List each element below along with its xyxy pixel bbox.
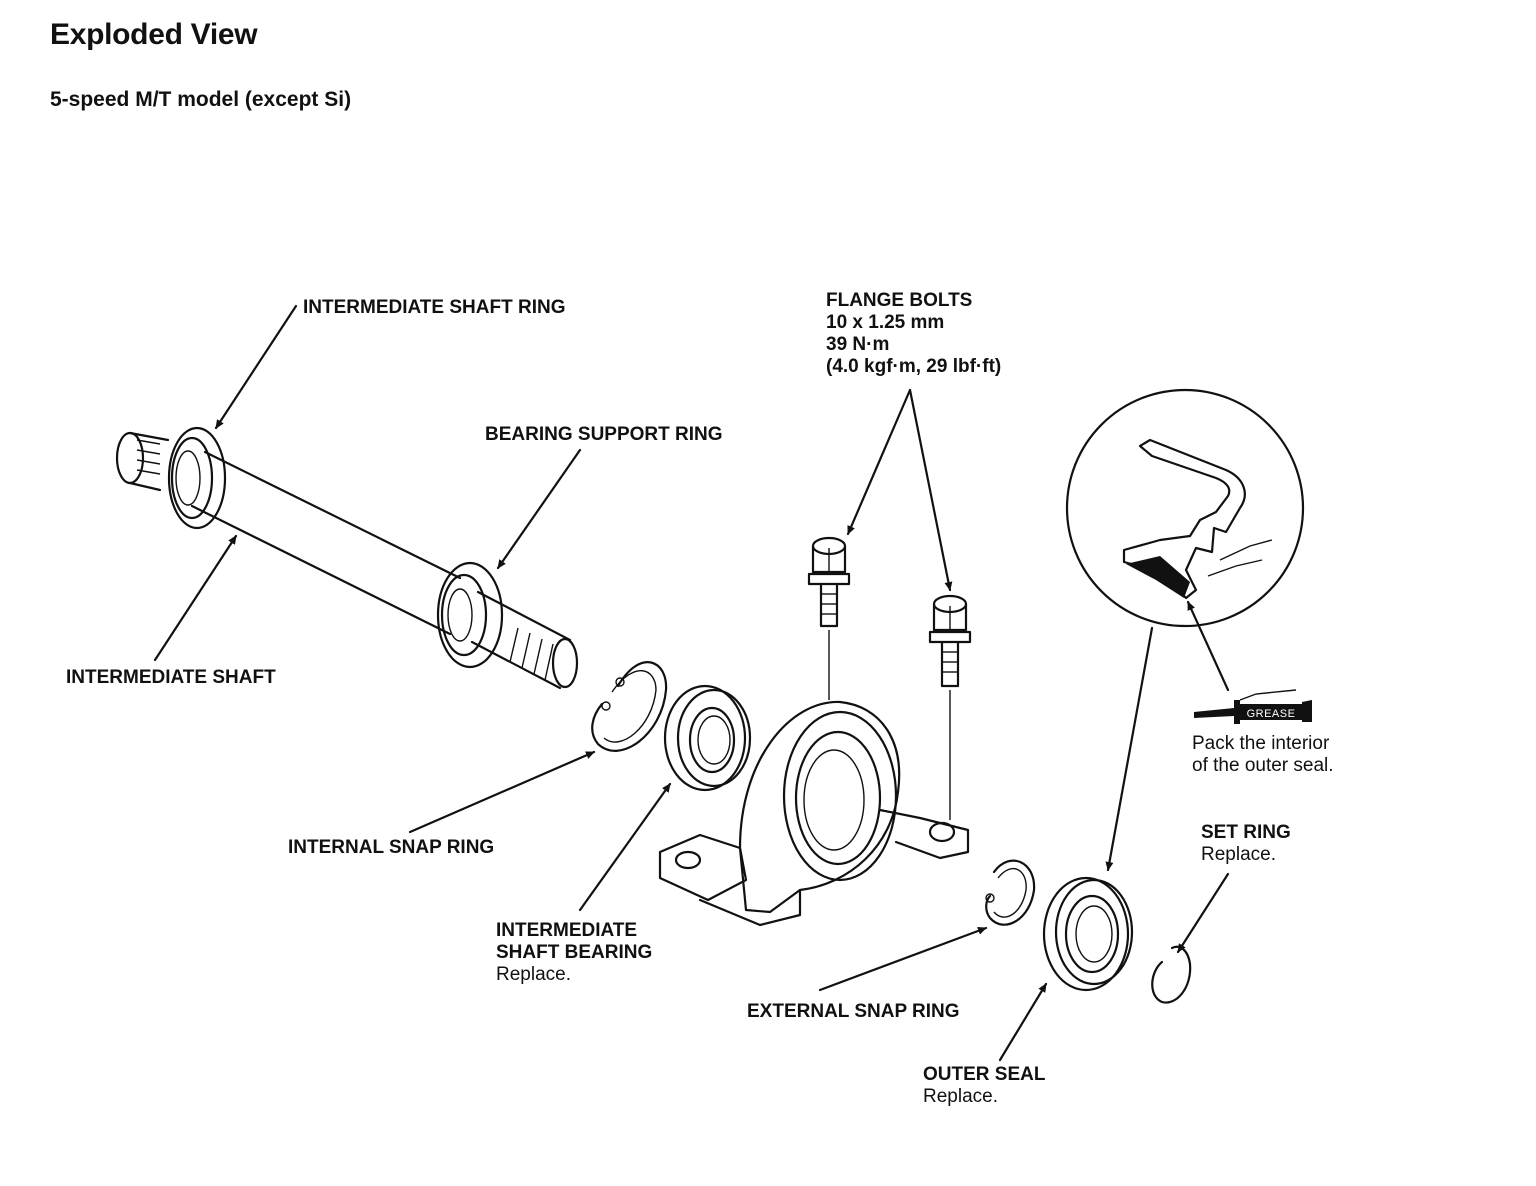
bearing-support-bracket-part <box>658 700 970 927</box>
grease-tube-icon: GREASE <box>1194 689 1312 724</box>
flange-bolts-torque: 39 N·m <box>826 334 890 355</box>
grease-instruction-line1: Pack the interior <box>1192 733 1330 754</box>
flange-bolt-left-part <box>807 536 851 700</box>
outer-seal-title: OUTER SEAL <box>923 1064 1046 1085</box>
intermediate-shaft-bearing-part <box>663 684 752 792</box>
page-subtitle: 5-speed M/T model (except Si) <box>50 88 352 111</box>
set-ring-title: SET RING <box>1201 822 1291 843</box>
page-title: Exploded View <box>50 18 258 51</box>
seal-detail-circle <box>1065 388 1305 628</box>
set-ring-part <box>1151 945 1192 1004</box>
grease-instruction-line2: of the outer seal. <box>1192 755 1334 776</box>
leader-lines <box>153 304 1230 1062</box>
flange-bolts-title: FLANGE BOLTS <box>826 290 973 311</box>
label-intermediate-shaft-ring: INTERMEDIATE SHAFT RING <box>303 297 566 318</box>
outer-seal-note: Replace. <box>923 1086 998 1107</box>
label-bearing-support-ring: BEARING SUPPORT RING <box>485 424 723 445</box>
label-set-ring: SET RING Replace. <box>1201 822 1291 866</box>
intermediate-shaft-bearing-line2: SHAFT BEARING <box>496 942 653 963</box>
set-ring-note: Replace. <box>1201 844 1276 865</box>
external-snap-ring-part <box>985 859 1036 926</box>
grease-instruction: Pack the interior of the outer seal. <box>1192 733 1334 777</box>
grease-tag: GREASE <box>1247 708 1296 720</box>
outer-seal-part <box>1042 876 1134 992</box>
flange-bolts-torque-alt: (4.0 kgf·m, 29 lbf·ft) <box>826 356 1002 377</box>
intermediate-shaft-bearing-line1: INTERMEDIATE <box>496 920 638 941</box>
label-intermediate-shaft: INTERMEDIATE SHAFT <box>66 667 276 688</box>
internal-snap-ring-part <box>591 661 668 752</box>
label-intermediate-shaft-bearing: INTERMEDIATE SHAFT BEARING Replace. <box>496 920 652 986</box>
label-internal-snap-ring: INTERNAL SNAP RING <box>288 837 495 858</box>
intermediate-shaft-part <box>115 426 579 690</box>
label-outer-seal: OUTER SEAL Replace. <box>923 1064 1045 1108</box>
label-external-snap-ring: EXTERNAL SNAP RING <box>747 1001 960 1022</box>
intermediate-shaft-bearing-note: Replace. <box>496 964 571 985</box>
flange-bolt-right-part <box>928 594 972 820</box>
label-flange-bolts: FLANGE BOLTS 10 x 1.25 mm 39 N·m (4.0 kg… <box>826 290 1001 378</box>
flange-bolts-size: 10 x 1.25 mm <box>826 312 945 333</box>
